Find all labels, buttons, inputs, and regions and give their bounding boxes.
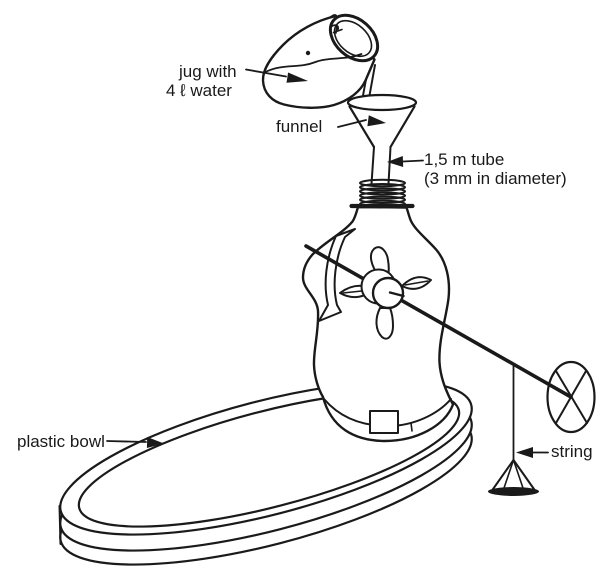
funnel-label-text: funnel bbox=[276, 117, 322, 136]
funnel-rim bbox=[346, 93, 418, 112]
water-line bbox=[264, 53, 363, 73]
propeller-hub bbox=[360, 268, 405, 310]
propeller-blade-bottom bbox=[375, 307, 394, 340]
bowl-left-edge bbox=[58, 505, 62, 545]
jug-label-line2: 4 ℓ water bbox=[166, 81, 232, 100]
funnel-label: funnel bbox=[276, 115, 386, 136]
string-arrow-icon bbox=[516, 447, 533, 458]
weight-base bbox=[488, 487, 539, 496]
axle-segment bbox=[388, 291, 405, 298]
bowl-label-text: plastic bowl bbox=[17, 432, 105, 451]
wheel bbox=[546, 360, 596, 434]
jug-spout-detail bbox=[330, 23, 343, 34]
axle-rod bbox=[304, 244, 573, 399]
funnel-shape bbox=[346, 93, 418, 185]
jug-label-line1: jug with bbox=[178, 62, 237, 81]
string-label-text: string bbox=[551, 442, 593, 461]
string-label: string bbox=[516, 442, 593, 461]
tube-label-line1: 1,5 m tube bbox=[424, 150, 504, 169]
tube-left bbox=[370, 146, 375, 185]
tube-arrow-icon bbox=[387, 156, 404, 167]
tube-right bbox=[387, 146, 392, 185]
jug bbox=[261, 13, 380, 109]
jug-mouth bbox=[328, 13, 380, 63]
bottle-cutout-flap bbox=[318, 228, 356, 322]
measure-dot bbox=[305, 50, 311, 56]
bottle-base-window bbox=[369, 410, 399, 434]
jug-label: jug with 4 ℓ water bbox=[166, 62, 308, 100]
weight bbox=[488, 459, 539, 496]
jug-arrow-icon bbox=[286, 72, 308, 83]
wheel-spoke bbox=[555, 370, 587, 424]
funnel-arrow-icon bbox=[367, 115, 386, 127]
tube-coil bbox=[349, 178, 415, 209]
tube-label-line2: (3 mm in diameter) bbox=[424, 169, 567, 188]
tube-label: 1,5 m tube (3 mm in diameter) bbox=[387, 150, 567, 188]
bowl-label: plastic bowl bbox=[17, 432, 164, 451]
bowl-arrow-icon bbox=[146, 437, 164, 448]
